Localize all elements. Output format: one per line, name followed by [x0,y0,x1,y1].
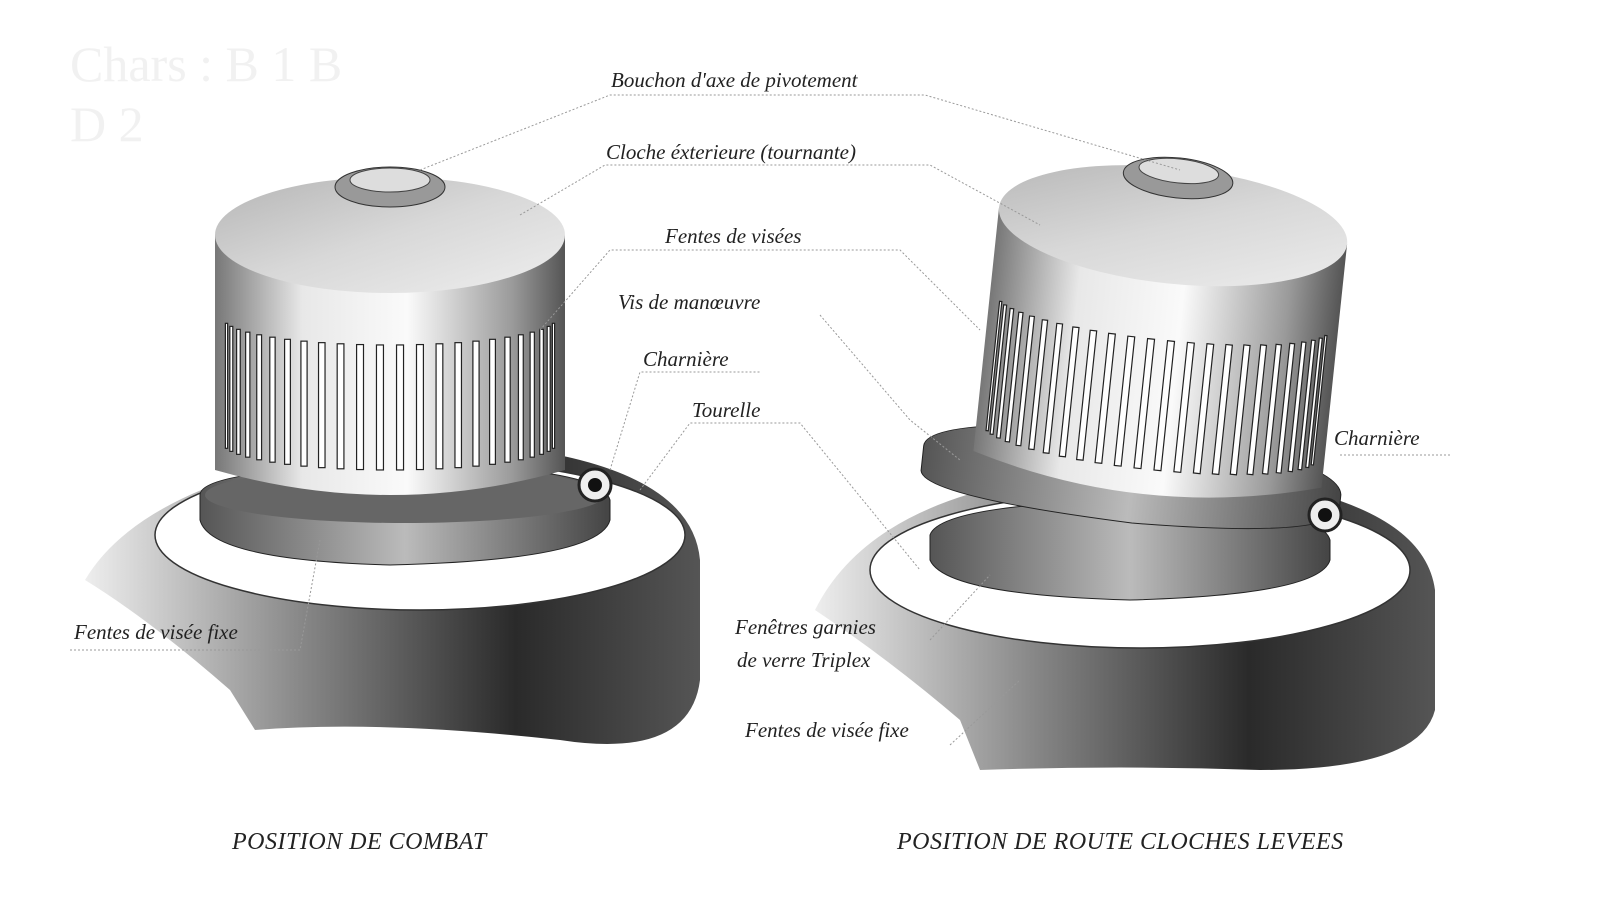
sight-slit [1094,332,1117,464]
sight-slits [985,300,1328,476]
sight-slit [300,340,308,467]
caption-combat: POSITION DE COMBAT [232,829,487,855]
label-vis-manoeuvre: Vis de manœuvre [618,290,761,314]
label-fentes-fixe-right: Fentes de visée fixe [745,718,909,742]
sight-slits [224,322,556,471]
sight-slit [472,340,480,467]
turret-combat-position [85,166,700,744]
sight-slit [395,344,405,471]
sight-slit [1297,339,1316,471]
sight-slit [504,336,511,463]
sight-slit [283,338,291,465]
label-charniere-right: Charnière [1334,426,1420,450]
sight-slit [539,328,544,455]
cloche-top [215,177,565,293]
label-fentes-visees: Fentes de visées [665,224,802,248]
label-fentes-fixe-left: Fentes de visée fixe [74,620,238,644]
sight-slit [236,328,241,455]
sight-slit [229,325,234,452]
label-fenetres-2: de verre Triplex [737,648,871,672]
sight-slit [224,322,229,449]
sight-slit [1004,311,1024,443]
sight-slit [551,322,556,449]
bleed-through-text: D 2 [70,96,144,152]
sight-slit [1192,343,1215,475]
sight-slit [1229,344,1251,476]
sight-slit [245,331,251,458]
sight-slit [415,343,425,471]
sight-slit [256,334,263,461]
sight-slit [269,336,276,463]
sight-slit [989,304,1008,436]
label-bouchon: Bouchon d'axe de pivotement [611,68,858,92]
sight-slit [1305,337,1323,469]
sight-slit [1275,342,1296,474]
sight-slit [375,344,385,471]
sight-slit [529,331,535,458]
sight-slit [1153,340,1176,472]
sight-slit [1075,329,1098,461]
sight-slit [546,325,551,452]
sight-slit [435,343,444,470]
sight-slit [995,307,1015,439]
sight-slit [1310,334,1328,466]
sight-slit [1287,341,1307,473]
bleed-through-text: Chars : B 1 B [70,36,343,92]
sight-slit [1133,337,1156,470]
turret-road-position [815,156,1435,770]
cloche-top [998,165,1348,287]
sight-slit [1028,319,1049,451]
label-cloche: Cloche éxterieure (tournante) [606,140,856,164]
sight-slit [985,300,1003,432]
sight-slit [355,343,365,471]
sight-slit [317,342,326,469]
sight-slit [1261,343,1283,475]
leader-lines [70,94,1450,746]
caption-route: POSITION DE ROUTE CLOCHES LEVEES [897,829,1344,855]
sight-slit [517,334,524,461]
sight-slit [1211,343,1234,476]
sight-slit [1042,322,1064,454]
sight-slit [454,342,463,469]
sight-slit [1058,326,1080,458]
sight-slit [1246,344,1268,476]
sight-slit [1173,341,1195,474]
label-tourelle: Tourelle [692,398,761,422]
sight-slit [489,338,497,465]
label-charniere: Charnière [643,347,729,371]
label-fenetres-1: Fenêtres garnies [735,615,876,639]
sight-slit [1113,335,1136,467]
sight-slit [1015,315,1036,447]
sight-slit [336,343,345,470]
